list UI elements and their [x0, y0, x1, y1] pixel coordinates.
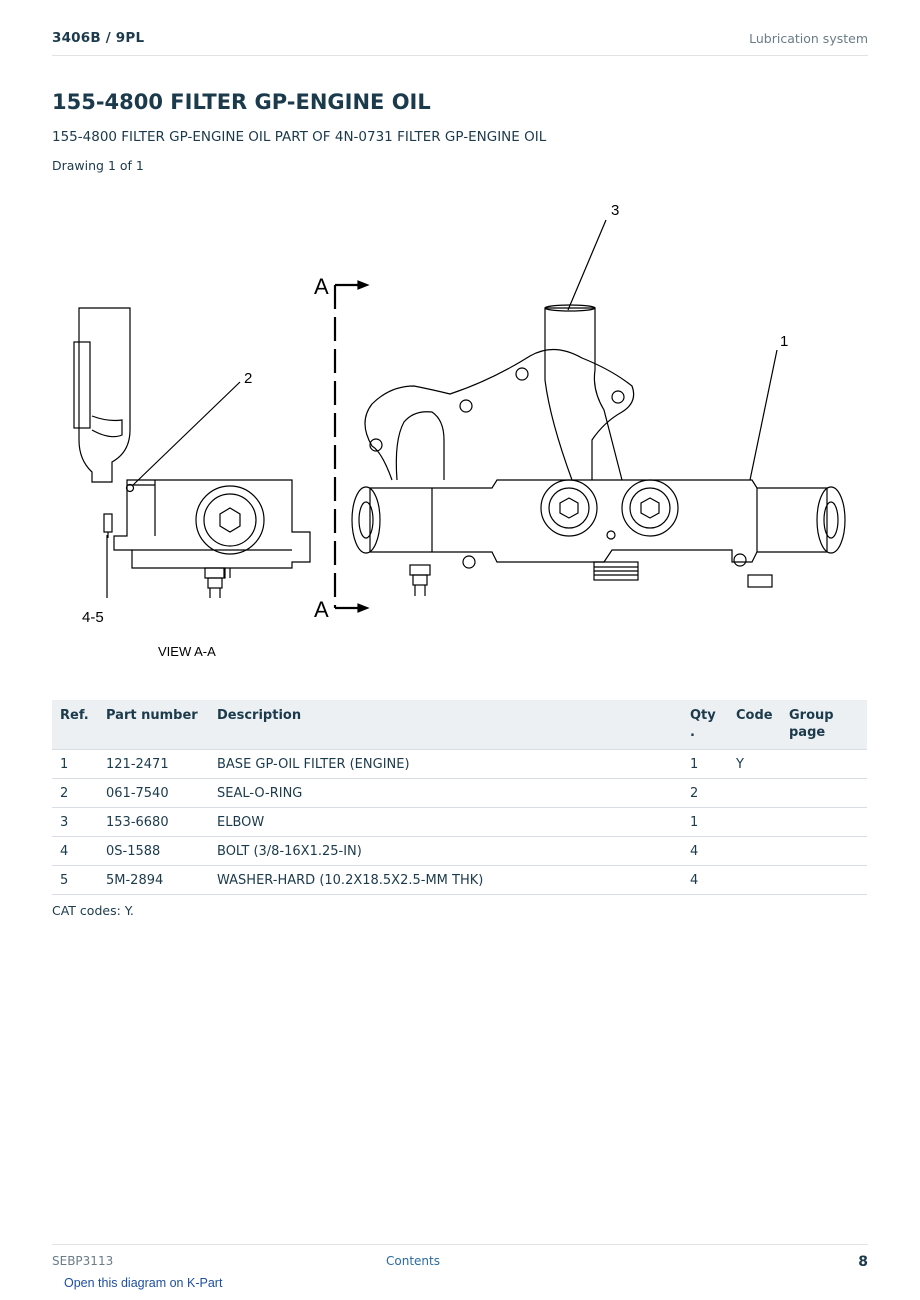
- callout-1: 1: [780, 333, 788, 350]
- group-header-line2: page: [789, 725, 826, 740]
- row-code: [728, 865, 781, 895]
- leader-lines: [106, 219, 778, 598]
- section-label: Lubrication system: [749, 31, 868, 46]
- row-group-page: [781, 865, 867, 895]
- row-part-number: 153-6680: [98, 807, 209, 837]
- page-title: 155-4800 FILTER GP-ENGINE OIL: [52, 90, 431, 114]
- side-view-drawing: [73, 307, 311, 598]
- group-header-line1: Group: [789, 708, 834, 723]
- callout-2: 2: [244, 370, 252, 387]
- table-row: 3 153-6680 ELBOW 1: [52, 807, 867, 837]
- row-ref: 3: [52, 807, 98, 837]
- section-mark-top: A: [314, 274, 329, 299]
- page-subtitle: 155-4800 FILTER GP-ENGINE OIL PART OF 4N…: [52, 129, 547, 145]
- col-header-part-number: Part number: [98, 700, 209, 750]
- table-row: 1 121-2471 BASE GP-OIL FILTER (ENGINE) 1…: [52, 749, 867, 779]
- view-label: VIEW A-A: [158, 644, 216, 659]
- row-description: BASE GP-OIL FILTER (ENGINE): [209, 749, 682, 779]
- qty-header-line1: Qty: [690, 708, 716, 723]
- row-part-number: 121-2471: [98, 749, 209, 779]
- parts-table: Ref. Part number Description Qty. Code G…: [52, 700, 867, 895]
- col-header-ref: Ref.: [52, 700, 98, 750]
- page-number: 8: [858, 1254, 868, 1270]
- row-code: Y: [728, 749, 781, 779]
- drawing-count: Drawing 1 of 1: [52, 158, 144, 173]
- document-id: SEBP3113: [52, 1254, 114, 1268]
- row-ref: 5: [52, 865, 98, 895]
- callout-4-5: 4-5: [82, 609, 104, 626]
- contents-link[interactable]: Contents: [386, 1254, 440, 1268]
- section-line: [333, 280, 370, 613]
- table-row: 2 061-7540 SEAL-O-RING 2: [52, 778, 867, 808]
- row-code: [728, 778, 781, 808]
- row-description: WASHER-HARD (10.2X18.5X2.5-MM THK): [209, 865, 682, 895]
- row-part-number: 0S-1588: [98, 836, 209, 866]
- col-header-description: Description: [209, 700, 682, 750]
- row-description: ELBOW: [209, 807, 682, 837]
- model-label: 3406B / 9PL: [52, 30, 145, 46]
- row-code: [728, 807, 781, 837]
- row-group-page: [781, 807, 867, 837]
- section-mark-bottom: A: [314, 597, 329, 622]
- open-in-kpart-link[interactable]: Open this diagram on K-Part: [64, 1276, 223, 1290]
- col-header-qty: Qty.: [682, 700, 728, 750]
- row-qty: 2: [682, 778, 728, 808]
- col-header-code: Code: [728, 700, 781, 750]
- parts-drawing: 3 1 2 4-5 A A VIEW A-A: [52, 190, 868, 670]
- table-row: 5 5M-2894 WASHER-HARD (10.2X18.5X2.5-MM …: [52, 865, 867, 895]
- row-qty: 4: [682, 836, 728, 866]
- row-ref: 1: [52, 749, 98, 779]
- callout-3: 3: [611, 202, 619, 219]
- row-qty: 4: [682, 865, 728, 895]
- table-header-row: Ref. Part number Description Qty. Code G…: [52, 700, 867, 750]
- row-part-number: 061-7540: [98, 778, 209, 808]
- row-description: BOLT (3/8-16X1.25-IN): [209, 836, 682, 866]
- row-group-page: [781, 778, 867, 808]
- row-ref: 2: [52, 778, 98, 808]
- row-description: SEAL-O-RING: [209, 778, 682, 808]
- row-code: [728, 836, 781, 866]
- page-footer: SEBP3113 Contents 8: [52, 1244, 868, 1275]
- row-qty: 1: [682, 807, 728, 837]
- table-row: 4 0S-1588 BOLT (3/8-16X1.25-IN) 4: [52, 836, 867, 866]
- page-header: 3406B / 9PL Lubrication system: [52, 28, 868, 56]
- row-group-page: [781, 836, 867, 866]
- row-part-number: 5M-2894: [98, 865, 209, 895]
- row-qty: 1: [682, 749, 728, 779]
- col-header-group-page: Group page: [781, 700, 867, 750]
- row-ref: 4: [52, 836, 98, 866]
- filter-base-drawing: [351, 304, 846, 596]
- row-group-page: [781, 749, 867, 779]
- qty-header-line2: .: [690, 725, 695, 740]
- cat-codes-note: CAT codes: Y.: [52, 903, 134, 918]
